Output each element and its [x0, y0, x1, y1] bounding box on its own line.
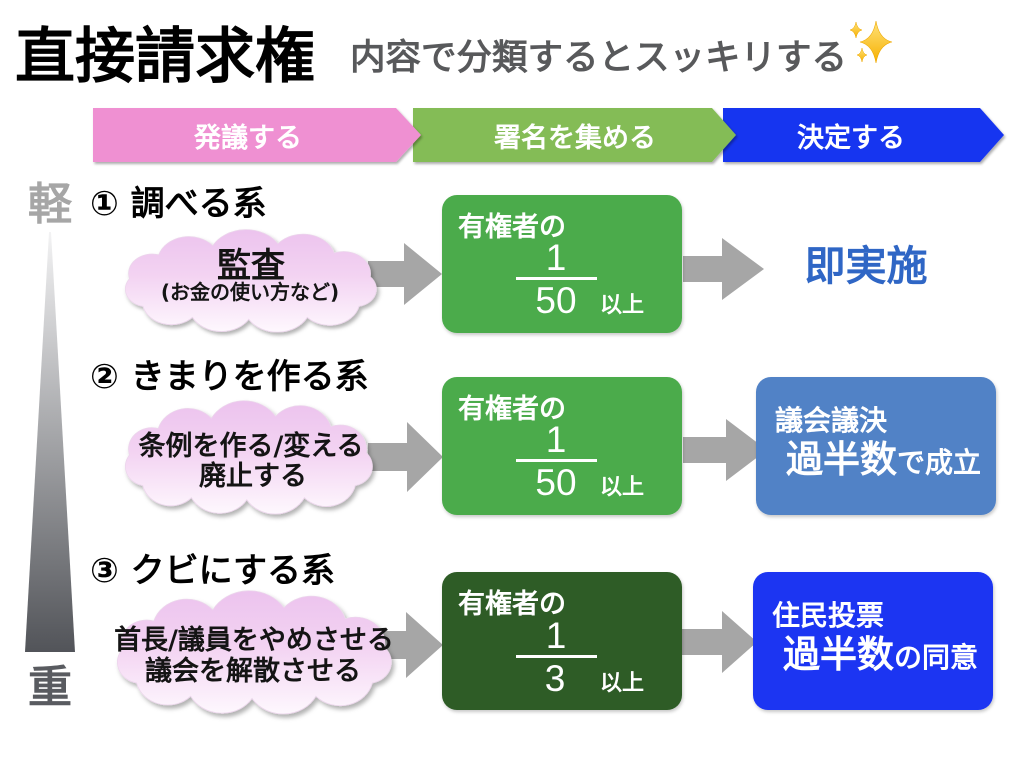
fraction-numerator: 1	[546, 237, 567, 278]
decision-rest: で成立	[897, 446, 981, 479]
sparkle-star-small	[849, 21, 863, 39]
fraction-bar	[516, 459, 597, 462]
decision-title: 住民投票	[772, 599, 884, 632]
signature-box-background	[442, 572, 682, 710]
category-row-ordinance: ② きまりを作る系 条例を作る/変える 廃止する 有権者の 1 50 以上 議会…	[90, 357, 996, 515]
decision-box-background	[756, 377, 996, 515]
step-initiate: 発議する	[93, 108, 421, 162]
severity-heavy-label: 重	[28, 662, 72, 713]
severity-light-label: 軽	[28, 179, 73, 230]
request-text: 監査	[217, 246, 285, 286]
signature-suffix: 以上	[600, 475, 644, 500]
sparkle-star-large	[859, 20, 893, 64]
signature-suffix: 以上	[600, 293, 644, 318]
header: 直接請求権 内容で分類するとスッキリする	[15, 20, 893, 92]
flow-arrow-to-signatures	[383, 612, 443, 678]
flow-arrow-to-signatures	[368, 243, 442, 305]
signature-prefix: 有権者の	[458, 211, 566, 243]
step-collect-signatures-chevron	[413, 108, 736, 162]
signature-prefix: 有権者の	[458, 588, 566, 620]
severity-scale: 軽 重	[25, 179, 75, 713]
decision-emphasis: 過半数	[786, 438, 897, 481]
fraction-bar	[516, 655, 597, 658]
row-heading: ② きまりを作る系	[90, 357, 369, 397]
decision-box: 住民投票 過半数の同意	[753, 572, 993, 710]
flow-arrow-to-decision	[682, 611, 757, 673]
signature-threshold-box: 有権者の 1 50 以上	[442, 195, 682, 333]
signature-box-background	[442, 377, 682, 515]
fraction-numerator: 1	[546, 419, 567, 460]
decision-title: 議会議決	[775, 404, 888, 437]
decision-rest: の同意	[894, 641, 978, 674]
step-initiate-label: 発議する	[193, 123, 302, 154]
fraction-denominator: 3	[545, 658, 566, 699]
fraction-bar	[516, 277, 597, 280]
sparkle-star-small	[856, 47, 868, 63]
step-decide-label: 決定する	[797, 122, 905, 154]
sparkles-icon	[849, 20, 893, 64]
severity-gradient-wedge	[25, 232, 75, 652]
category-row-investigate: ① 調べる系 監査 (お金の使い方など) 有権者の 1 50 以上 即実施	[90, 184, 928, 333]
decision-text: 即実施	[805, 242, 928, 290]
row-heading: ③ クビにする系	[90, 551, 335, 591]
decision-box-background	[753, 572, 993, 710]
process-steps: 決定する 署名を集める 発議する	[93, 108, 1004, 162]
step-collect-signatures-label: 署名を集める	[494, 122, 656, 154]
decision-result: 過半数で成立	[786, 438, 981, 481]
signature-threshold-box: 有権者の 1 50 以上	[442, 377, 682, 515]
flow-arrow-to-decision	[683, 238, 764, 300]
request-text: 議会を解散させる	[145, 656, 361, 687]
request-note: (お金の使い方など)	[161, 280, 339, 304]
step-decide: 決定する	[723, 108, 1004, 162]
flow-arrow-to-signatures	[368, 422, 443, 492]
fraction-denominator: 50	[535, 462, 576, 503]
fraction-denominator: 50	[535, 280, 576, 321]
step-decide-chevron	[723, 108, 1004, 162]
flow-arrow-to-decision	[683, 419, 767, 481]
page-subtitle: 内容で分類するとスッキリする	[350, 37, 847, 78]
request-text: 条例を作る/変える	[138, 430, 363, 462]
decision-box: 議会議決 過半数で成立	[756, 377, 996, 515]
row-heading: ① 調べる系	[90, 184, 267, 224]
signature-box-background	[442, 195, 682, 333]
request-text: 首長/議員をやめさせる	[114, 624, 394, 656]
signature-prefix: 有権者の	[458, 393, 566, 425]
request-text: 廃止する	[199, 460, 307, 492]
signature-suffix: 以上	[600, 671, 644, 696]
step-collect-signatures: 署名を集める	[413, 108, 736, 162]
decision-emphasis: 過半数	[783, 633, 894, 676]
page-title: 直接請求権	[15, 22, 315, 92]
category-row-dismissal: ③ クビにする系 首長/議員をやめさせる 議会を解散させる 有権者の 1 3 以…	[90, 551, 993, 715]
signature-threshold-box: 有権者の 1 3 以上	[442, 572, 682, 710]
step-initiate-chevron	[93, 108, 421, 162]
decision-result: 過半数の同意	[783, 633, 978, 676]
fraction-numerator: 1	[546, 615, 567, 656]
